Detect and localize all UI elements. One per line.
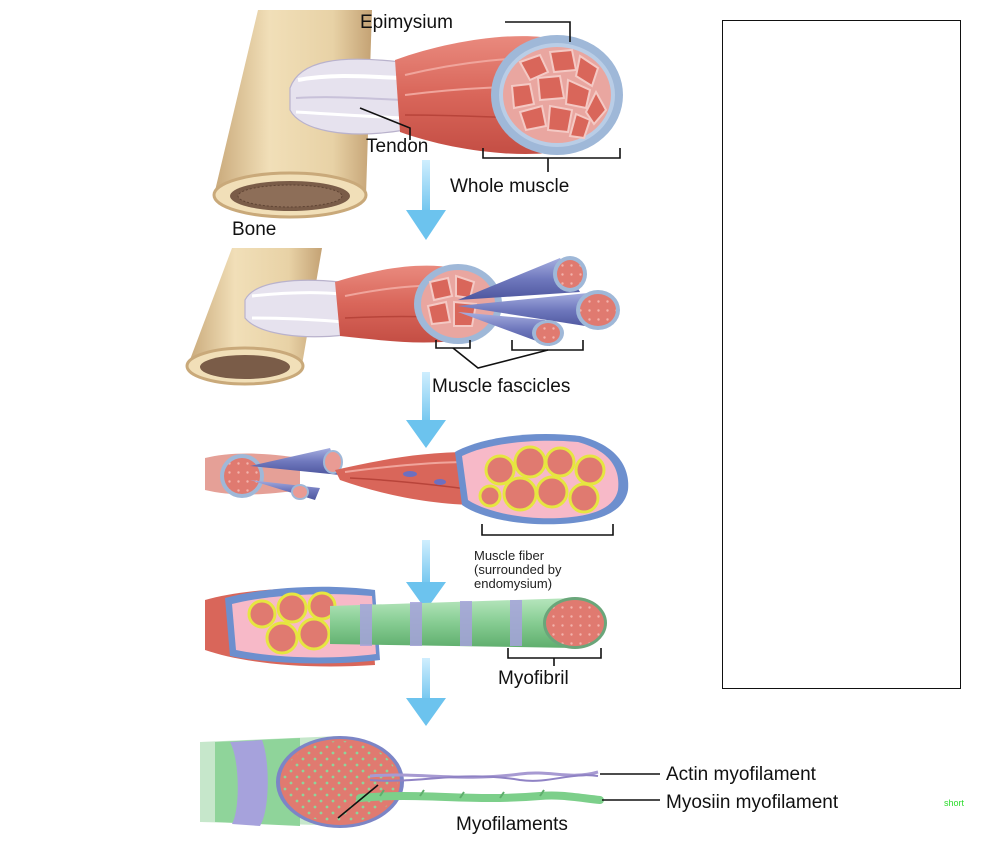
annotation-short: short (944, 798, 965, 808)
answer-box (722, 20, 961, 689)
whole-muscle-cross-section (491, 35, 623, 155)
stage-muscle-fascicles: Muscle fascicles (185, 248, 620, 397)
fiber-cross-section (455, 433, 629, 525)
label-muscle-fiber-line3: endomysium) (474, 576, 552, 591)
label-muscle-fascicles: Muscle fascicles (432, 376, 570, 397)
myofibril-large-section (200, 736, 404, 828)
stage-myofilaments: Actin myofilament Myosiin myofilament sh… (200, 736, 965, 835)
tendon-illustration-2 (244, 279, 346, 338)
down-arrow-4 (406, 658, 446, 726)
down-arrow-1 (406, 160, 446, 240)
label-bone: Bone (232, 219, 276, 240)
stage-whole-muscle: Epimysium Tendon Whole muscle Bone (212, 10, 623, 240)
label-muscle-fiber-line2: (surrounded by (474, 562, 562, 577)
label-myofilaments: Myofilaments (456, 814, 568, 835)
label-muscle-fiber-line1: Muscle fiber (474, 548, 545, 563)
label-whole-muscle: Whole muscle (450, 176, 569, 197)
actin-filament (369, 770, 599, 782)
stage-muscle-fiber: Muscle fiber (surrounded by endomysium) (205, 433, 629, 591)
label-epimysium: Epimysium (360, 12, 453, 33)
small-fascicle-bundle (205, 448, 343, 500)
stage-myofibril: Myofibril (205, 586, 607, 689)
extracted-fascicles (458, 256, 620, 346)
label-actin-myofilament: Actin myofilament (666, 764, 817, 785)
down-arrow-2 (406, 372, 446, 448)
tendon-illustration (289, 58, 406, 135)
label-myosin-myofilament: Myosiin myofilament (666, 792, 839, 813)
myofibril-rod (330, 597, 607, 649)
muscle-fibers-strand (335, 452, 480, 505)
down-arrow-3 (406, 540, 446, 610)
myosin-filament (356, 789, 604, 804)
label-tendon: Tendon (366, 136, 428, 157)
label-myofibril: Myofibril (498, 668, 569, 689)
